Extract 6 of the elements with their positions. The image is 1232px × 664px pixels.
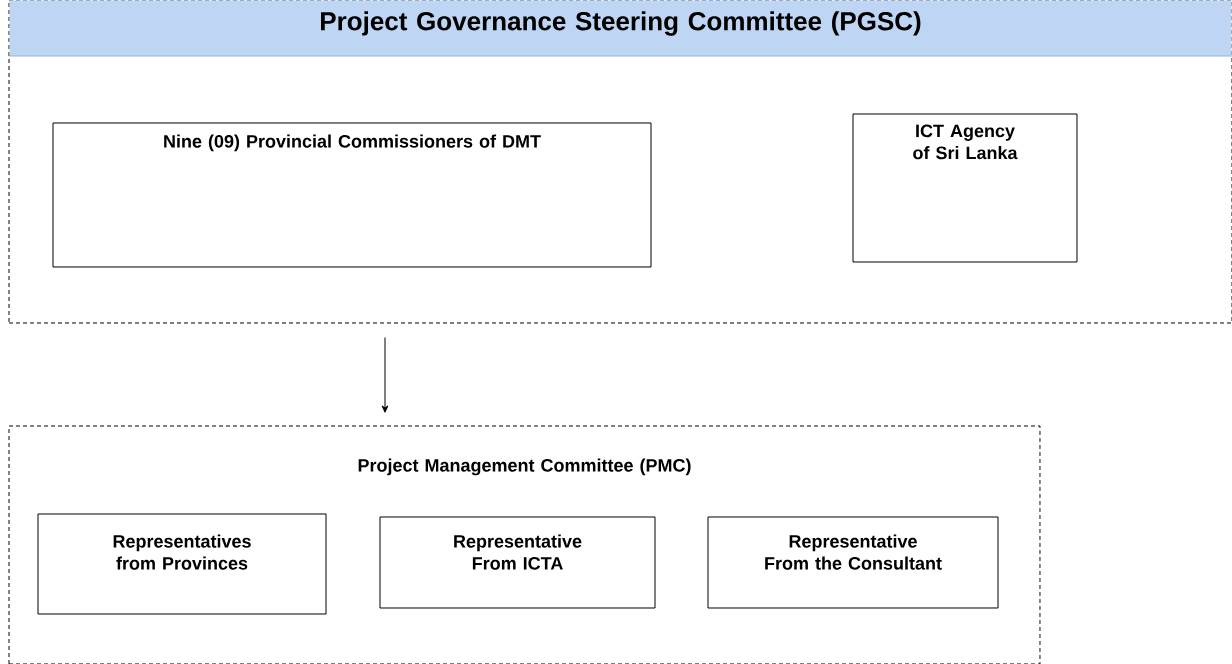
member-box: ICT Agency of Sri Lanka [852,113,1078,263]
member-box: Representative From the Consultant [707,516,999,609]
arrow [381,337,389,413]
member-box: Nine (09) Provincial Commissioners of DMT [52,122,652,268]
member-box: Representatives from Provinces [37,513,327,615]
member-box: Representative From ICTA [379,516,656,609]
